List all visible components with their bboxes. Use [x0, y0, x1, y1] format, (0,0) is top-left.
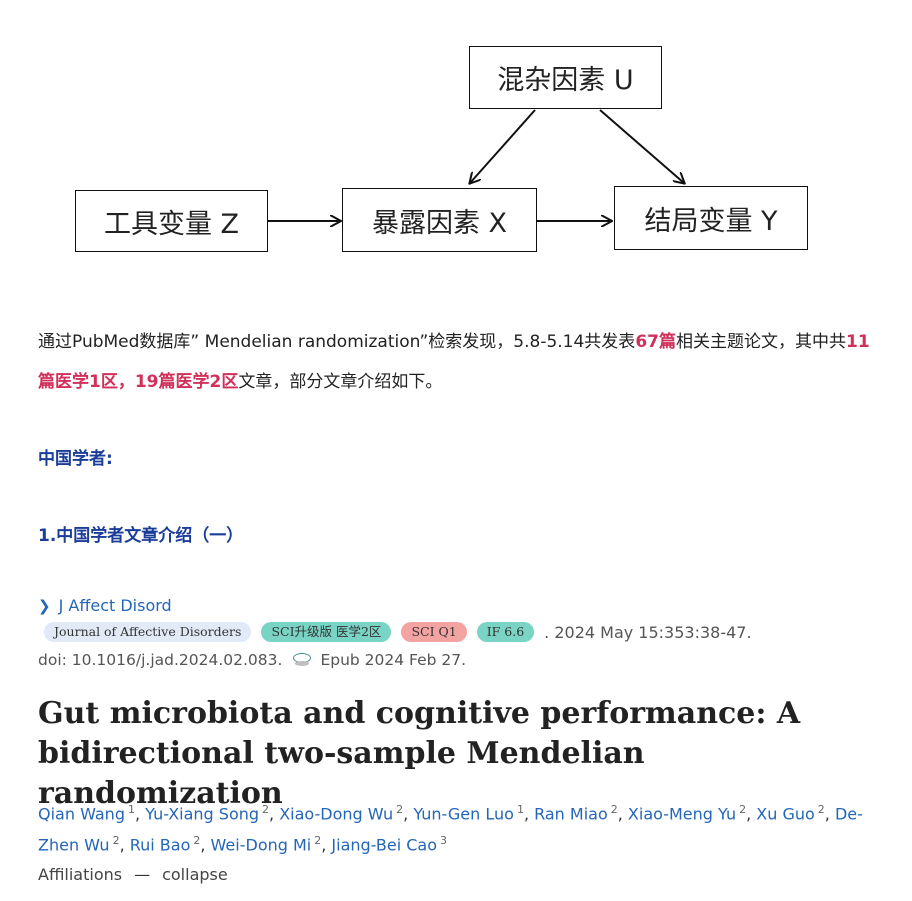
author-affiliation-number[interactable]: 2: [610, 803, 618, 816]
author-separator: ,: [200, 835, 211, 855]
author-link[interactable]: Jiang-Bei Cao: [331, 835, 437, 855]
epub-date: Epub 2024 Feb 27.: [320, 651, 467, 669]
author-link[interactable]: Yun-Gen Luo: [413, 804, 514, 824]
article-title: Gut microbiota and cognitive performance…: [38, 696, 801, 811]
intro-text-1: 通过PubMed数据库” Mendelian randomization”检索发…: [38, 332, 636, 352]
author-link[interactable]: Xiao-Meng Yu: [627, 804, 737, 824]
outcome-box: 结局变量 Y: [614, 186, 808, 250]
journal-link-label: J Affect Disord: [58, 596, 172, 615]
affiliations-label: Affiliations: [38, 865, 123, 884]
author-link[interactable]: Xu Guo: [756, 804, 815, 824]
author-separator: ,: [746, 804, 757, 824]
author-link[interactable]: Yu-Xiang Song: [145, 804, 260, 824]
author-separator: ,: [321, 835, 332, 855]
mr-diagram: 混杂因素 U 工具变量 Z 暴露因素 X 结局变量 Y: [0, 0, 912, 270]
confounder-box: 混杂因素 U: [469, 46, 662, 109]
impact-factor-badge[interactable]: IF 6.6: [476, 622, 535, 642]
author-separator: ,: [134, 804, 146, 824]
author-link[interactable]: Qian Wang: [38, 804, 125, 824]
collapse-toggle[interactable]: collapse: [162, 865, 228, 884]
author-separator: ,: [824, 804, 835, 824]
exposure-box: 暴露因素 X: [342, 188, 537, 252]
author-affiliation-number[interactable]: 2: [112, 834, 120, 848]
doi-line: doi: 10.1016/j.jad.2024.02.083. Epub 202…: [38, 651, 466, 669]
author-affiliation-number[interactable]: 2: [396, 803, 404, 816]
author-link[interactable]: De-Zhen Wu: [38, 804, 863, 855]
intro-text-2: 相关主题论文，其中共: [675, 332, 846, 352]
instrument-label: 工具变量 Z: [103, 208, 240, 240]
intro-text-3: 文章，部分文章介绍如下。: [238, 372, 443, 392]
journal-badge[interactable]: Journal of Affective Disorders: [44, 622, 252, 642]
intro-highlight-zones: 11篇医学1区，19篇医学2区: [38, 332, 870, 392]
sci-zone-badge[interactable]: SCI升级版 医学2区: [261, 622, 392, 642]
chevron-right-icon: ❯: [38, 596, 51, 615]
author-separator: ,: [119, 835, 130, 855]
diagram-arrows: [268, 109, 912, 270]
author-affiliation-number[interactable]: 3: [440, 834, 447, 848]
author-affiliation-number[interactable]: 1: [127, 803, 135, 816]
instrument-box: 工具变量 Z: [75, 190, 268, 252]
journal-link[interactable]: ❯ J Affect Disord: [38, 596, 172, 615]
arrow-u-to-x: [470, 109, 536, 183]
author-link[interactable]: Ran Miao: [534, 804, 608, 824]
sub-heading: 1.中国学者文章介绍（一）: [38, 526, 244, 546]
altmetric-icon[interactable]: [292, 653, 312, 667]
doi-text[interactable]: doi: 10.1016/j.jad.2024.02.083.: [38, 651, 283, 669]
intro-paragraph: 通过PubMed数据库” Mendelian randomization”检索发…: [38, 322, 878, 402]
badge-row: Journal of Affective Disorders SCI升级版 医学…: [44, 622, 752, 642]
author-affiliation-number[interactable]: 2: [193, 834, 201, 848]
affiliations-dash: —: [134, 865, 151, 884]
author-separator: ,: [617, 804, 628, 824]
author-separator: ,: [523, 804, 535, 824]
author-affiliation-number[interactable]: 2: [817, 803, 825, 816]
author-link[interactable]: Rui Bao: [129, 835, 191, 855]
exposure-label: 暴露因素 X: [371, 207, 508, 239]
sci-q1-badge[interactable]: SCI Q1: [401, 622, 467, 642]
affiliations-row: Affiliations — collapse: [38, 865, 228, 884]
arrow-u-to-y: [599, 109, 684, 183]
publication-date: . 2024 May 15:353:38-47.: [544, 622, 752, 642]
author-affiliation-number[interactable]: 1: [516, 803, 524, 816]
author-separator: ,: [403, 804, 414, 824]
author-affiliation-number[interactable]: 2: [314, 834, 322, 848]
author-link[interactable]: Wei-Dong Mi: [210, 835, 312, 855]
intro-highlight-count: 67篇: [635, 332, 676, 352]
section-heading: 中国学者:: [38, 449, 113, 469]
author-affiliation-number[interactable]: 2: [262, 803, 270, 816]
author-link[interactable]: Xiao-Dong Wu: [279, 804, 394, 824]
confounder-label: 混杂因素 U: [497, 65, 634, 96]
author-separator: ,: [269, 804, 280, 824]
author-affiliation-number[interactable]: 2: [739, 803, 747, 816]
outcome-label: 结局变量 Y: [644, 205, 778, 237]
